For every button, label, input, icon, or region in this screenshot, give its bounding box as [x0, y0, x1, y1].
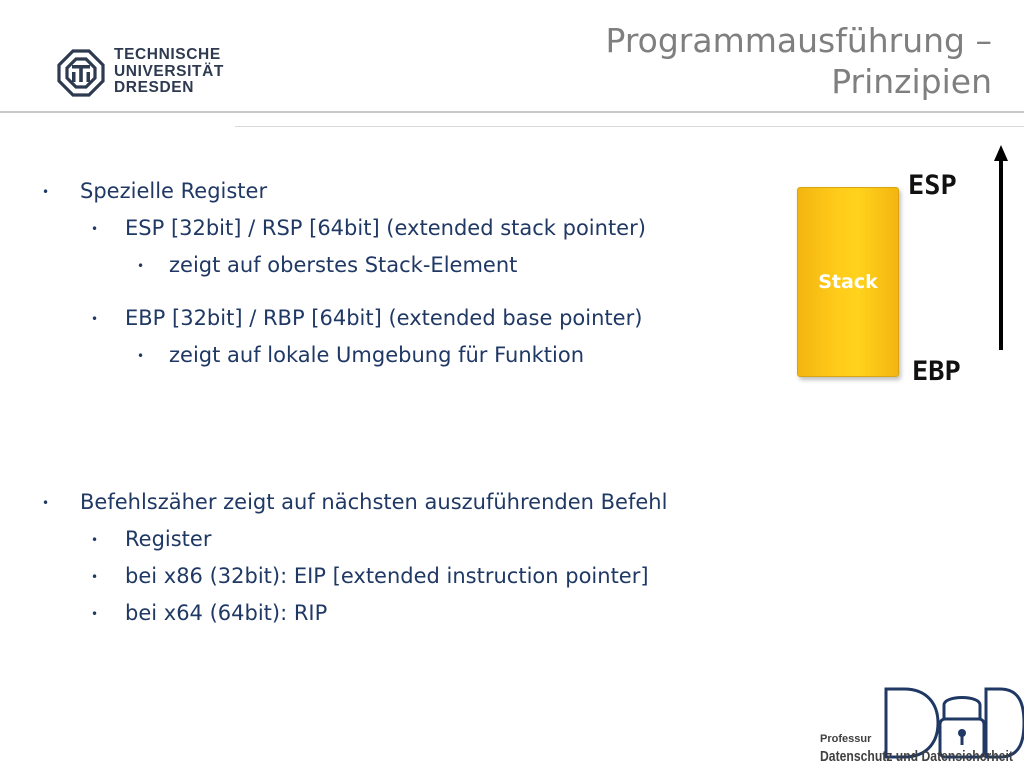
bullet-ebp-detail: • zeigt auf lokale Umgebung für Funktion	[137, 343, 585, 367]
chair-name: Datenschutz und Datensicherheit	[820, 749, 1013, 765]
bullet-esp-detail: • zeigt auf oberstes Stack-Element	[137, 253, 518, 277]
bullet-eip: • bei x86 (32bit): EIP [extended instruc…	[91, 564, 649, 588]
bullet-dot-icon: •	[91, 222, 99, 236]
bullet-special-registers: • Spezielle Register	[42, 179, 268, 203]
tu-dresden-emblem-icon	[57, 49, 105, 97]
bullet-rip: • bei x64 (64bit): RIP	[91, 601, 328, 625]
bullet-dot-icon: •	[91, 607, 99, 621]
up-arrow-icon	[994, 145, 1008, 350]
bullet-dot-icon: •	[91, 570, 99, 584]
bullet-register: • Register	[91, 527, 212, 551]
stack-diagram-box: Stack	[797, 187, 899, 377]
bullet-dot-icon: •	[137, 259, 145, 273]
bullet-dot-icon: •	[91, 533, 99, 547]
professorship-label: Professur	[820, 733, 872, 745]
tu-dresden-logo: TECHNISCHE UNIVERSITÄT DRESDEN	[56, 46, 226, 102]
stack-label: Stack	[818, 271, 878, 293]
header-divider-secondary	[235, 126, 1024, 127]
bullet-dot-icon: •	[91, 312, 99, 326]
bullet-dot-icon: •	[137, 349, 145, 363]
bullet-instruction-pointer: • Befehlszäher zeigt auf nächsten auszuf…	[42, 490, 668, 514]
bullet-dot-icon: •	[42, 185, 50, 199]
bullet-dot-icon: •	[42, 496, 50, 510]
header-divider	[0, 111, 1024, 113]
bullet-esp: • ESP [32bit] / RSP [64bit] (extended st…	[91, 216, 646, 240]
university-name: TECHNISCHE UNIVERSITÄT DRESDEN	[114, 46, 224, 96]
slide-title: Programmausführung – Prinzipien	[605, 21, 993, 101]
ebp-label: EBP	[912, 356, 961, 387]
esp-label: ESP	[908, 170, 957, 201]
bullet-ebp: • EBP [32bit] / RBP [64bit] (extended ba…	[91, 306, 643, 330]
